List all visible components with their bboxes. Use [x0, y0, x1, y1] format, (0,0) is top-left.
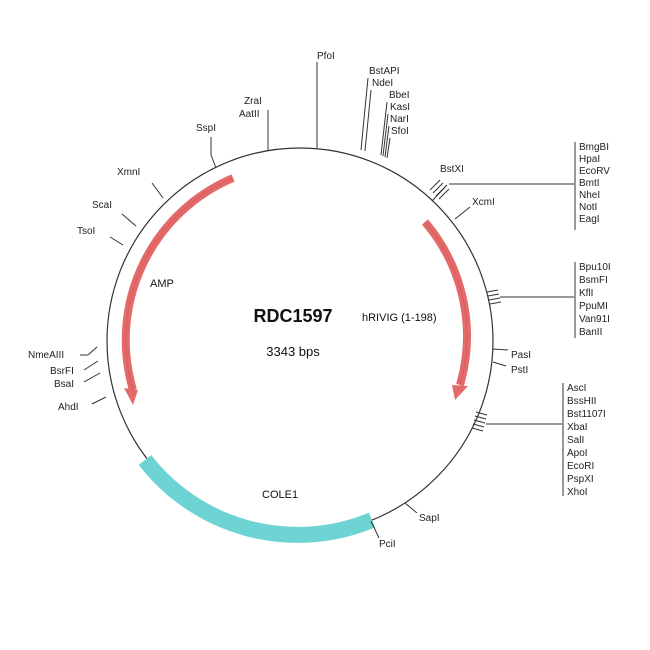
svg-text:NotI: NotI — [579, 202, 597, 213]
svg-text:EagI: EagI — [579, 214, 600, 225]
svg-text:BssHII: BssHII — [567, 396, 596, 407]
svg-text:ApoI: ApoI — [567, 448, 588, 459]
svg-text:KflI: KflI — [579, 288, 593, 299]
svg-text:XbaI: XbaI — [567, 422, 588, 433]
svg-text:PciI: PciI — [379, 539, 396, 550]
site-pasi[interactable]: PasI — [492, 348, 531, 361]
site-pcii[interactable]: PciI — [370, 520, 396, 550]
svg-text:BsmFI: BsmFI — [579, 275, 608, 286]
svg-text:XhoI: XhoI — [567, 487, 588, 498]
svg-text:Van91I: Van91I — [579, 314, 610, 325]
site-scai[interactable]: ScaI — [92, 200, 137, 227]
svg-text:SalI: SalI — [567, 435, 584, 446]
svg-text:PpuMI: PpuMI — [579, 301, 608, 312]
site-tsoi[interactable]: TsoI — [77, 226, 124, 246]
hrivig-arrow[interactable] — [421, 219, 471, 400]
svg-text:PfoI: PfoI — [317, 51, 335, 62]
site-pfoi[interactable]: PfoI — [316, 51, 335, 148]
svg-text:BmgBI: BmgBI — [579, 142, 609, 153]
site-xcmi[interactable]: XcmI — [454, 197, 495, 220]
svg-text:KasI: KasI — [390, 102, 410, 113]
hrivig-label: hRIVIG (1-198) — [362, 312, 437, 324]
svg-text:Bpu10I: Bpu10I — [579, 262, 611, 273]
svg-text:BstAPI: BstAPI — [369, 66, 400, 77]
cole1-feature[interactable] — [138, 455, 376, 543]
site-sspi[interactable]: SspI — [196, 123, 217, 169]
plasmid-size: 3343 bps — [266, 344, 320, 359]
svg-text:BbeI: BbeI — [389, 90, 410, 101]
site-xmni[interactable]: XmnI — [117, 167, 164, 199]
svg-text:AhdI: AhdI — [58, 402, 79, 413]
svg-text:SapI: SapI — [419, 513, 440, 524]
svg-text:PstI: PstI — [511, 365, 528, 376]
amp-arrow[interactable] — [121, 174, 235, 405]
site-aatii[interactable]: AatII — [239, 109, 260, 120]
svg-text:ScaI: ScaI — [92, 200, 112, 211]
svg-text:HpaI: HpaI — [579, 154, 600, 165]
site-bsrfi[interactable]: BsrFI — [50, 360, 99, 377]
svg-text:BsaI: BsaI — [54, 379, 74, 390]
site-psti[interactable]: PstI — [492, 361, 528, 376]
svg-text:BsrFI: BsrFI — [50, 366, 74, 377]
stack-right1[interactable]: BmgBI HpaI EcoRV BmtI NheI NotI EagI — [429, 142, 610, 230]
svg-text:ZraI: ZraI — [244, 96, 262, 107]
site-sapi[interactable]: SapI — [404, 502, 440, 524]
svg-text:BanII: BanII — [579, 327, 602, 338]
amp-label: AMP — [150, 278, 174, 290]
site-nmeaiii[interactable]: NmeAIII — [28, 346, 98, 361]
svg-text:XmnI: XmnI — [117, 167, 140, 178]
cole1-label: COLE1 — [262, 489, 298, 501]
svg-text:SspI: SspI — [196, 123, 216, 134]
svg-text:NdeI: NdeI — [372, 78, 393, 89]
stack-top[interactable]: BstAPI NdeI BbeI KasI NarI SfoI — [360, 66, 410, 159]
site-ahdi[interactable]: AhdI — [58, 396, 107, 413]
svg-text:PasI: PasI — [511, 350, 531, 361]
stack-right3[interactable]: AscI BssHII Bst1107I XbaI SalI ApoI EcoR… — [471, 383, 606, 498]
svg-text:TsoI: TsoI — [77, 226, 95, 237]
svg-text:Bst1107I: Bst1107I — [567, 409, 606, 420]
svg-text:NmeAIII: NmeAIII — [28, 350, 64, 361]
plasmid-name: RDC1597 — [253, 306, 332, 326]
svg-text:NarI: NarI — [390, 114, 409, 125]
svg-text:AatII: AatII — [239, 109, 260, 120]
svg-text:BmtI: BmtI — [579, 178, 600, 189]
svg-text:BstXI: BstXI — [440, 164, 464, 175]
site-zrai[interactable]: ZraI — [244, 96, 269, 151]
svg-text:EcoRV: EcoRV — [579, 166, 610, 177]
stack-right2[interactable]: Bpu10I BsmFI KflI PpuMI Van91I BanII — [486, 262, 611, 338]
svg-text:EcoRI: EcoRI — [567, 461, 594, 472]
svg-text:NheI: NheI — [579, 190, 600, 201]
svg-text:SfoI: SfoI — [391, 126, 409, 137]
site-bsai[interactable]: BsaI — [54, 372, 101, 390]
svg-text:PspXI: PspXI — [567, 474, 594, 485]
svg-text:AscI: AscI — [567, 383, 586, 394]
svg-text:XcmI: XcmI — [472, 197, 495, 208]
